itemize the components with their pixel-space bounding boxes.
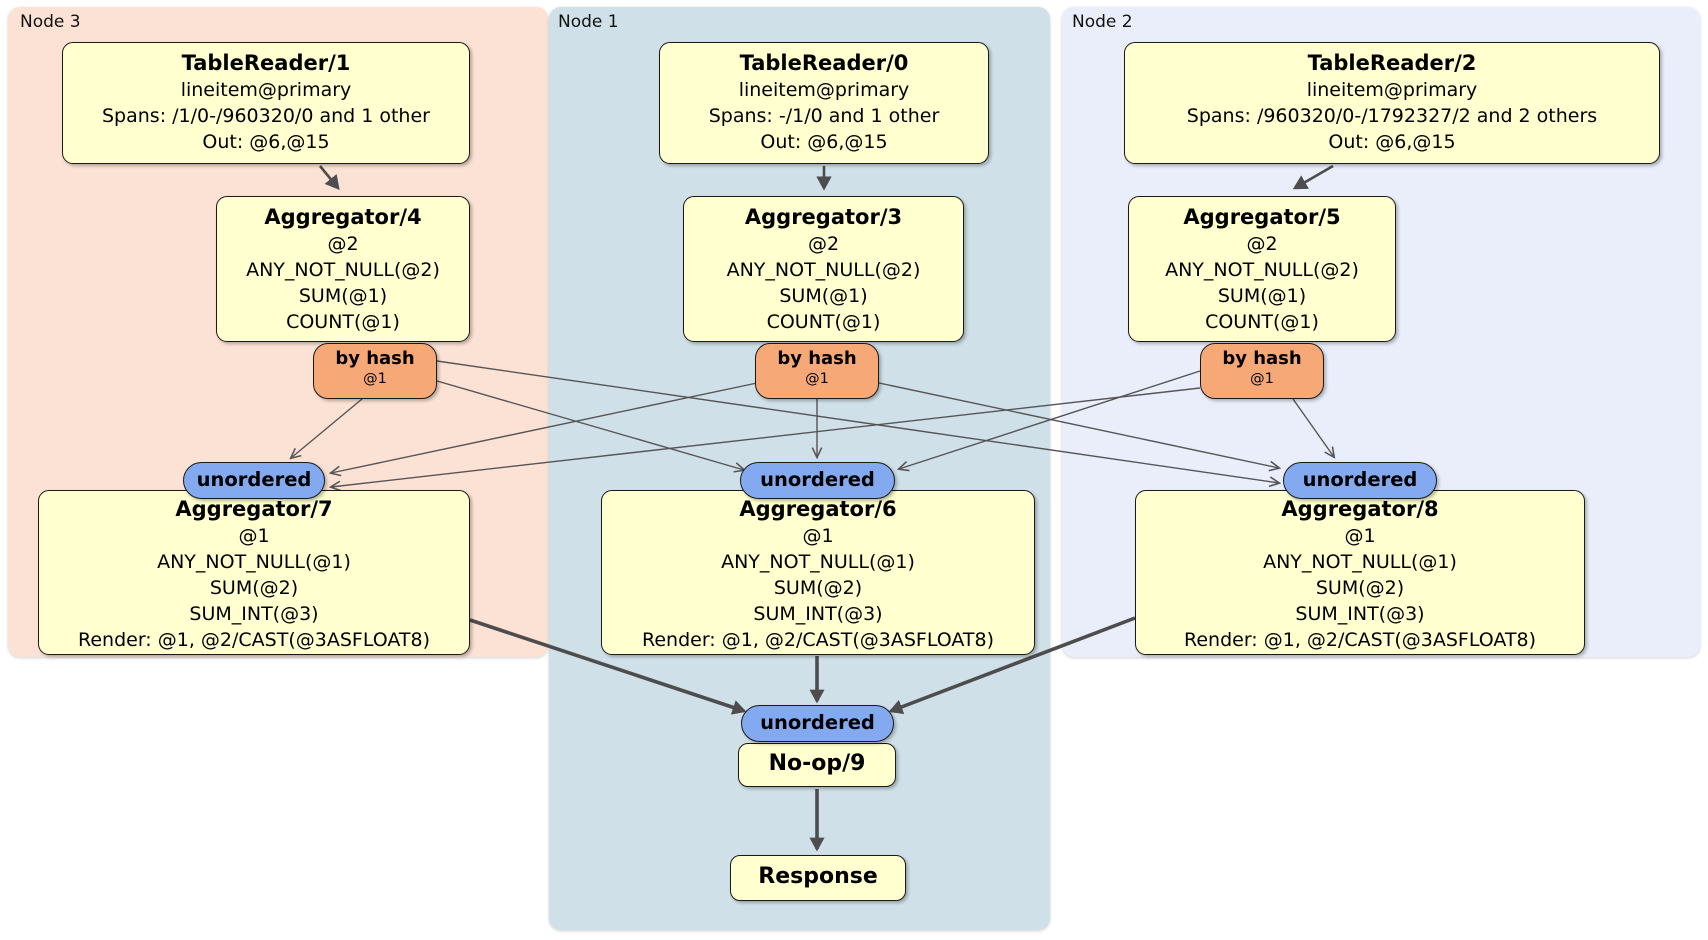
router-columns: @1 <box>805 371 829 387</box>
processor-detail: ANY_NOT_NULL(@1) <box>1263 551 1457 573</box>
processor-title: Aggregator/6 <box>739 497 897 521</box>
edge-tr1-agg4 <box>318 165 340 191</box>
processor-detail: COUNT(@1) <box>1205 311 1319 333</box>
edge-r5-s7 <box>331 387 1201 487</box>
processor-detail: SUM_INT(@3) <box>753 603 883 625</box>
processor-detail: SUM(@2) <box>773 577 863 599</box>
processor-detail: ANY_NOT_NULL(@1) <box>157 551 351 573</box>
edge-r5-s6 <box>899 370 1201 469</box>
panel-label-node3: Node 3 <box>20 12 81 32</box>
processor-detail: lineitem@primary <box>1306 79 1478 101</box>
processor-detail: SUM(@1) <box>298 285 388 307</box>
processor-detail: Render: @1, @2/CAST(@3ASFLOAT8) <box>642 629 994 651</box>
edge-r4-s7 <box>291 398 363 458</box>
processor-title: Aggregator/5 <box>1183 205 1341 229</box>
processor-detail: @2 <box>807 233 840 255</box>
processor-noop-9: No-op/9 <box>738 743 896 787</box>
processor-detail: COUNT(@1) <box>286 311 400 333</box>
router-label: by hash <box>335 348 415 369</box>
sync-unordered-7: unordered <box>183 462 325 499</box>
processor-detail: ANY_NOT_NULL(@2) <box>246 259 440 281</box>
edge-r3-s8 <box>878 382 1279 468</box>
processor-detail: ANY_NOT_NULL(@2) <box>1165 259 1359 281</box>
edge-r4-s6 <box>436 380 744 470</box>
processor-detail: SUM(@1) <box>1217 285 1307 307</box>
processor-aggregator-4: Aggregator/4 @2 ANY_NOT_NULL(@2) SUM(@1)… <box>216 196 470 342</box>
processor-detail: Render: @1, @2/CAST(@3ASFLOAT8) <box>1184 629 1536 651</box>
processor-title: Aggregator/3 <box>744 205 903 229</box>
processor-detail: Spans: /1/0-/960320/0 and 1 other <box>102 105 430 127</box>
processor-detail: @1 <box>1344 525 1376 547</box>
processor-detail: Out: @6,@15 <box>760 131 888 153</box>
processor-detail: Out: @6,@15 <box>202 131 330 153</box>
edge-r4-s8 <box>436 360 1279 483</box>
processor-detail: @1 <box>802 525 834 547</box>
router-columns: @1 <box>363 371 387 387</box>
router-by-hash-4: by hash @1 <box>313 343 437 399</box>
response-node: Response <box>730 855 906 901</box>
processor-detail: Render: @1, @2/CAST(@3ASFLOAT8) <box>78 629 430 651</box>
processor-detail: lineitem@primary <box>738 79 910 101</box>
edge-tr2-agg5 <box>1292 164 1334 190</box>
processor-detail: ANY_NOT_NULL(@1) <box>721 551 915 573</box>
processor-detail: SUM(@1) <box>779 285 868 307</box>
processor-title: Aggregator/4 <box>264 205 422 229</box>
processor-detail: Spans: -/1/0 and 1 other <box>708 105 940 127</box>
processor-detail: @2 <box>327 233 359 255</box>
panel-label-node2: Node 2 <box>1072 12 1133 32</box>
processor-aggregator-3: Aggregator/3 @2 ANY_NOT_NULL(@2) SUM(@1)… <box>683 196 964 342</box>
processor-tablereader-0: TableReader/0 lineitem@primary Spans: -/… <box>659 42 989 164</box>
processor-tablereader-2: TableReader/2 lineitem@primary Spans: /9… <box>1124 42 1660 164</box>
processor-aggregator-7: Aggregator/7 @1 ANY_NOT_NULL(@1) SUM(@2)… <box>38 490 470 655</box>
processor-detail: SUM_INT(@3) <box>1295 603 1425 625</box>
processor-title: Aggregator/7 <box>175 497 333 521</box>
sync-unordered-8: unordered <box>1283 462 1437 499</box>
edge-r5-s8 <box>1292 398 1334 457</box>
processor-detail: @1 <box>238 525 270 547</box>
processor-title: TableReader/2 <box>1307 51 1477 75</box>
sync-unordered-9: unordered <box>741 705 894 742</box>
processor-tablereader-1: TableReader/1 lineitem@primary Spans: /1… <box>62 42 470 164</box>
sync-unordered-6: unordered <box>740 462 895 499</box>
router-label: by hash <box>777 348 857 369</box>
panel-label-node1: Node 1 <box>558 12 619 32</box>
processor-detail: lineitem@primary <box>180 79 352 101</box>
processor-aggregator-5: Aggregator/5 @2 ANY_NOT_NULL(@2) SUM(@1)… <box>1128 196 1396 342</box>
edge-agg7-s9 <box>469 618 747 715</box>
processor-title: TableReader/1 <box>181 51 351 75</box>
router-columns: @1 <box>1250 371 1274 387</box>
processor-aggregator-6: Aggregator/6 @1 ANY_NOT_NULL(@1) SUM(@2)… <box>601 490 1035 655</box>
processor-detail: ANY_NOT_NULL(@2) <box>726 259 921 281</box>
processor-detail: SUM(@2) <box>209 577 299 599</box>
processor-title: Aggregator/8 <box>1281 497 1439 521</box>
processor-aggregator-8: Aggregator/8 @1 ANY_NOT_NULL(@1) SUM(@2)… <box>1135 490 1585 655</box>
edge-r3-s7 <box>331 382 758 473</box>
processor-detail: COUNT(@1) <box>766 311 881 333</box>
router-by-hash-3: by hash @1 <box>755 343 879 399</box>
processor-detail: @2 <box>1246 233 1278 255</box>
processor-detail: SUM_INT(@3) <box>189 603 319 625</box>
router-by-hash-5: by hash @1 <box>1200 343 1324 399</box>
router-label: by hash <box>1222 348 1302 369</box>
edge-agg8-s9 <box>888 616 1136 715</box>
processor-detail: SUM(@2) <box>1315 577 1405 599</box>
processor-title: TableReader/0 <box>739 51 909 75</box>
processor-detail: Spans: /960320/0-/1792327/2 and 2 others <box>1186 105 1598 127</box>
processor-detail: Out: @6,@15 <box>1328 131 1456 153</box>
